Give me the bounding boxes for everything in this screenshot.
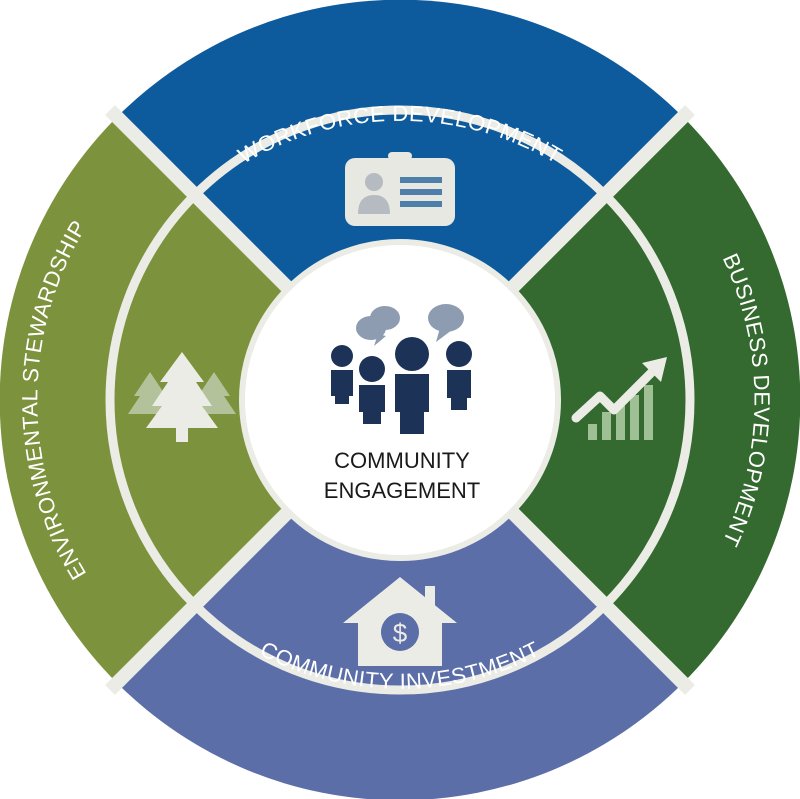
pine-trees-icon (128, 352, 236, 442)
growth-chart-icon (571, 357, 667, 440)
inner-ring (105, 105, 695, 695)
people-group-icon (331, 304, 472, 434)
id-badge-icon (345, 152, 455, 226)
center-label-line2: ENGAGEMENT (324, 478, 480, 503)
center-label-line1: COMMUNITY (334, 448, 470, 473)
speech-bubbles (356, 304, 464, 346)
house-dollar-icon: $ (343, 577, 457, 666)
dollar-sign: $ (393, 618, 408, 648)
